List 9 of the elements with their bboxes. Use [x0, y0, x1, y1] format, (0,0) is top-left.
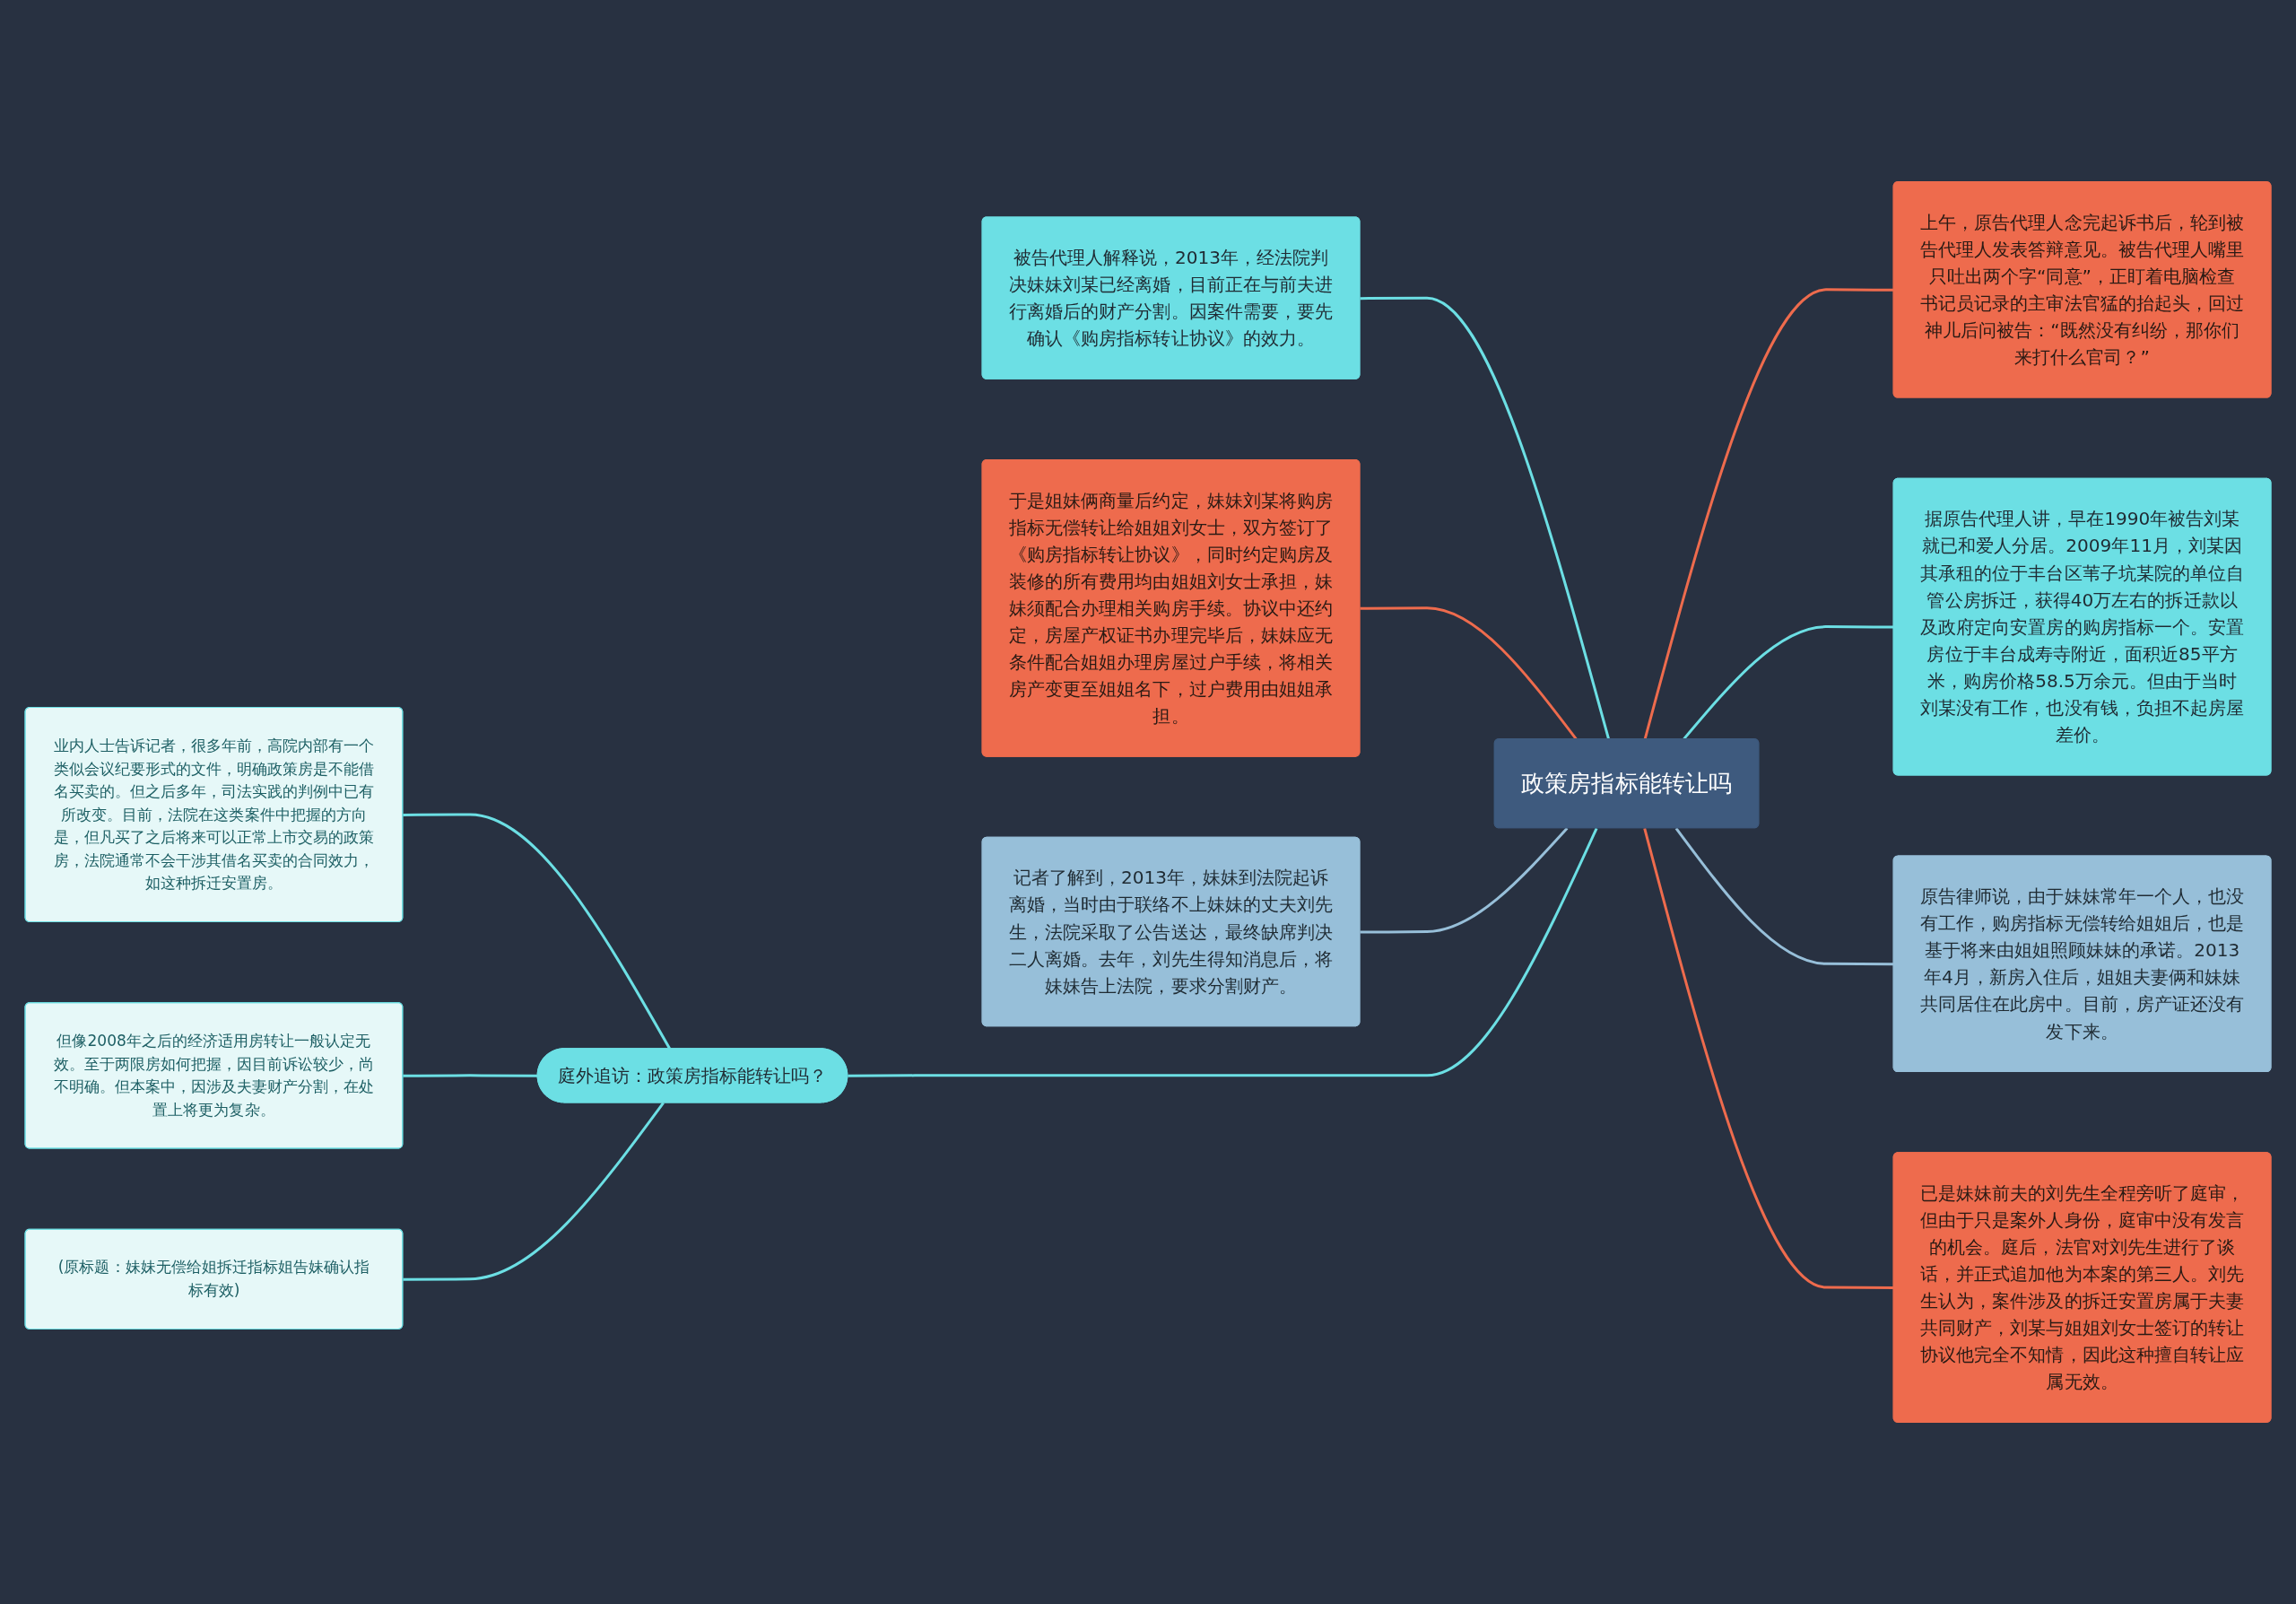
connector [848, 827, 1598, 1077]
connector [1360, 296, 1611, 740]
connector [403, 1102, 665, 1281]
connector [1360, 606, 1578, 740]
connector [1674, 827, 1894, 966]
connector [403, 1074, 538, 1077]
connector [1360, 827, 1569, 934]
connector [1643, 288, 1894, 740]
connector [1643, 827, 1894, 1290]
